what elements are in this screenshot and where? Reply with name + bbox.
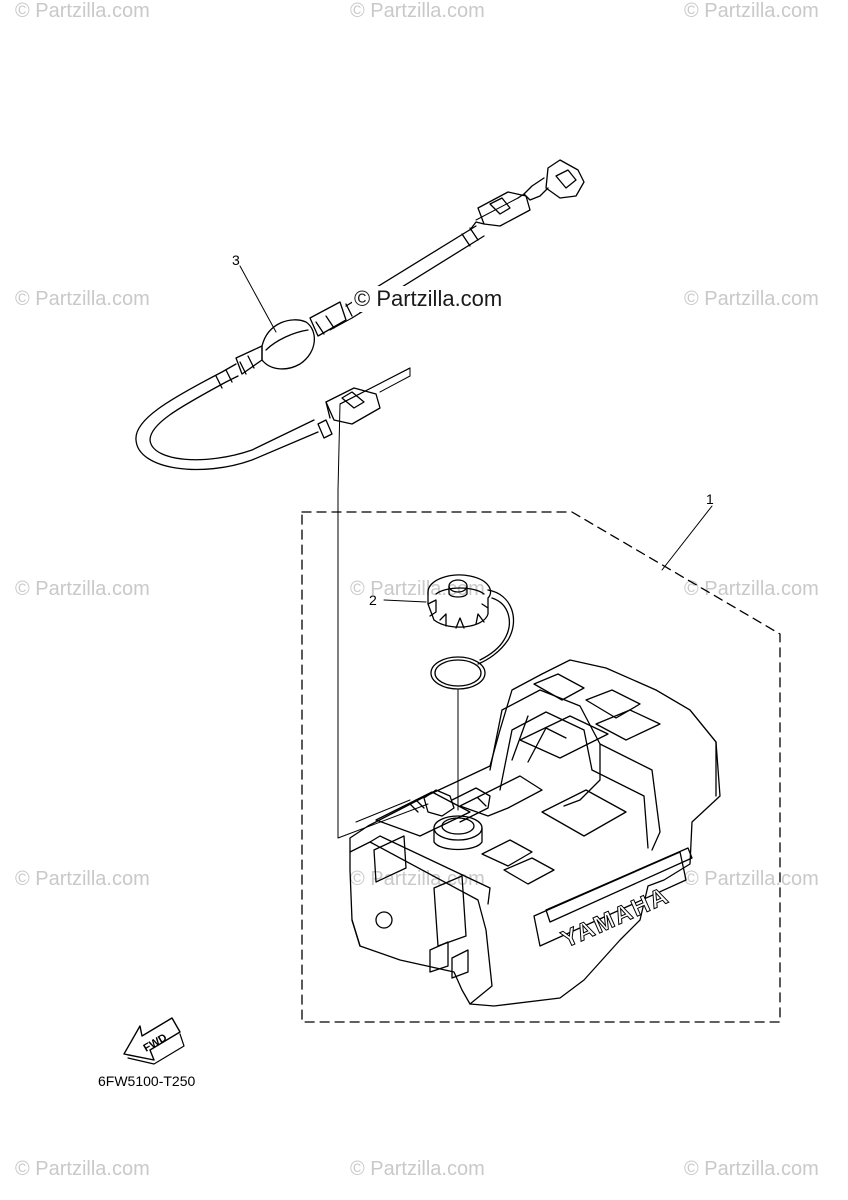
watermark-text: © Partzilla.com <box>684 868 819 890</box>
fuel-hose-assembly <box>135 159 585 471</box>
watermark-text: © Partzilla.com <box>15 578 150 600</box>
brand-watermark: © Partzilla.com <box>352 286 505 312</box>
fuel-cap <box>427 574 515 665</box>
hose-connector-upper <box>469 191 531 231</box>
fwd-arrow-icon <box>123 1017 185 1065</box>
leader-3 <box>239 265 277 333</box>
watermark-text: © Partzilla.com <box>684 1158 819 1180</box>
hose-connector-tank <box>317 387 381 439</box>
alignment-lines <box>329 197 519 839</box>
watermark-text: © Partzilla.com <box>15 1158 150 1180</box>
leader-1 <box>661 505 713 571</box>
diagram-code: 6FW5100-T250 <box>98 1073 196 1089</box>
watermark-text: © Partzilla.com <box>684 288 819 310</box>
watermark-text: © Partzilla.com <box>684 578 819 600</box>
callout-part-3[interactable]: 3 <box>232 252 240 268</box>
watermark-text: © Partzilla.com <box>350 0 485 22</box>
o-ring <box>430 656 486 690</box>
primer-bulb <box>235 301 347 375</box>
watermark-text: © Partzilla.com <box>15 0 150 22</box>
fuel-tank <box>349 659 721 1007</box>
watermark-text: © Partzilla.com <box>350 868 485 890</box>
leader-2 <box>383 599 427 603</box>
tank-assembly-boundary <box>301 511 781 1023</box>
watermark-text: © Partzilla.com <box>350 578 485 600</box>
watermark-text: © Partzilla.com <box>15 868 150 890</box>
callout-part-2[interactable]: 2 <box>369 592 377 608</box>
callout-part-1[interactable]: 1 <box>706 491 714 507</box>
watermark-text: © Partzilla.com <box>684 0 819 22</box>
watermark-text: © Partzilla.com <box>350 1158 485 1180</box>
engine-connector <box>517 159 585 201</box>
watermark-text: © Partzilla.com <box>15 288 150 310</box>
